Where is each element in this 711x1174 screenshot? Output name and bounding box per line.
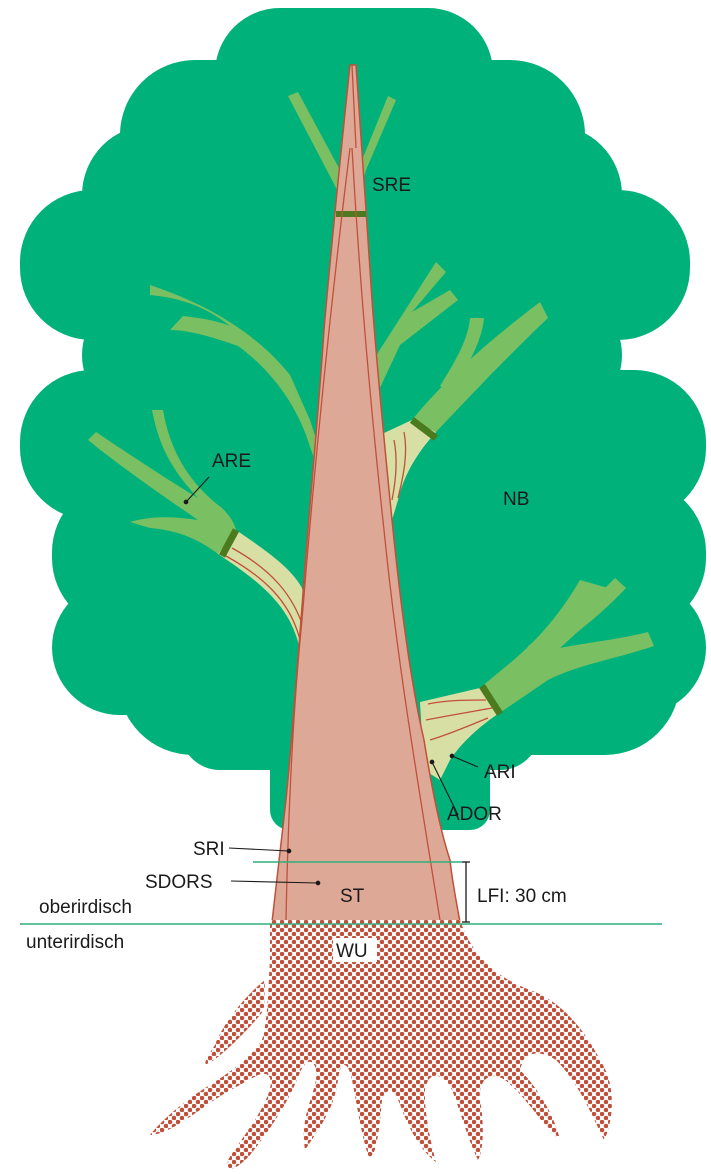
label-lfi: LFI: 30 cm	[477, 886, 567, 907]
lfi-bracket	[462, 862, 470, 922]
label-sri: SRI	[193, 839, 225, 860]
label-sdors: SDORS	[145, 872, 213, 893]
roots	[150, 920, 612, 1169]
label-wu: WU	[336, 941, 368, 962]
label-sre: SRE	[372, 175, 411, 196]
label-below-ground: unterirdisch	[26, 932, 124, 953]
label-nb: NB	[503, 489, 529, 510]
label-st: ST	[340, 886, 365, 907]
label-ari: ARI	[484, 762, 516, 783]
label-above-ground: oberirdisch	[39, 897, 132, 918]
label-ador: ADOR	[447, 804, 502, 825]
label-are: ARE	[212, 451, 251, 472]
